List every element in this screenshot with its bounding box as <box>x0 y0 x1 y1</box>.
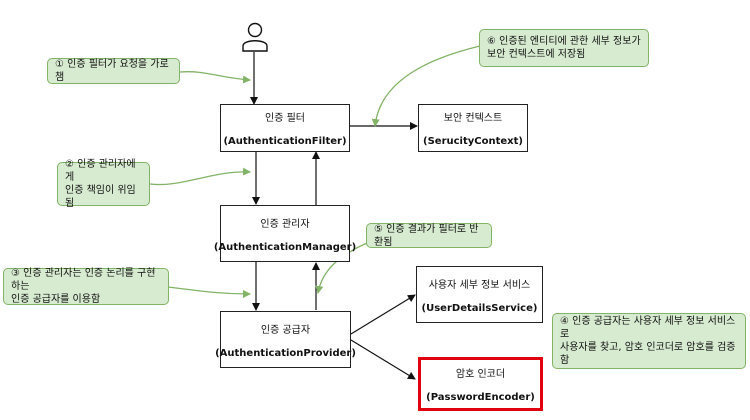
note5-connector <box>315 242 368 294</box>
note-5-result-returned: ⑤ 인증 결과가 필터로 반환됨 <box>366 223 492 248</box>
note-4-text: ④ 인증 공급자는 사용자 세부 정보 서비스로 사용자를 찾고, 암호 인코더… <box>560 316 736 366</box>
user-icon <box>242 22 268 52</box>
security-context-name: (SerucityContext) <box>423 136 523 147</box>
user-details-service-name: (UserDetailsService) <box>421 302 538 314</box>
auth-filter-name: (AuthenticationFilter) <box>223 136 347 147</box>
arrow-provider-to-userdetails <box>350 294 416 335</box>
note2-connector <box>149 167 251 186</box>
auth-provider-box: 인증 공급자 (AuthenticationProvider) <box>215 311 356 368</box>
arrow-provider-to-encoder <box>350 339 416 380</box>
note-3-manager-uses-provider: ③ 인증 관리자는 인증 논리를 구현하는 인증 공급자를 이용함 <box>3 268 169 305</box>
security-context-box: 보안 컨텍스트 (SerucityContext) <box>418 104 528 152</box>
security-context-title: 보안 컨텍스트 <box>443 113 503 124</box>
user-details-service-box: 사용자 세부 정보 서비스 (UserDetailsService) <box>416 266 543 323</box>
note-1-filter-intercepts: ① 인증 필터가 요청을 가로챔 <box>47 58 180 84</box>
password-encoder-name: (PasswordEncoder) <box>426 392 535 403</box>
note-2-delegated-to-manager: ② 인증 관리자에게 인증 책임이 위임됨 <box>57 159 150 209</box>
note3-connector <box>167 286 251 298</box>
auth-manager-name: (AuthenticationManager) <box>213 241 357 253</box>
note1-connector <box>179 71 251 84</box>
note-4-provider-checks: ④ 인증 공급자는 사용자 세부 정보 서비스로 사용자를 찾고, 암호 인코더… <box>552 313 746 369</box>
note-3-text: ③ 인증 관리자는 인증 논리를 구현하는 인증 공급자를 이용함 <box>11 268 156 305</box>
auth-provider-name: (AuthenticationProvider) <box>215 347 356 359</box>
auth-manager-box: 인증 관리자 (AuthenticationManager) <box>214 205 356 262</box>
auth-provider-title: 인증 공급자 <box>260 324 311 336</box>
user-details-service-title: 사용자 세부 정보 서비스 <box>428 279 531 291</box>
note-6-stored-in-context: ⑥ 인증된 엔티티에 관한 세부 정보가 보안 컨텍스트에 저장됨 <box>479 29 649 67</box>
note-6-text: ⑥ 인증된 엔티티에 관한 세부 정보가 보안 컨텍스트에 저장됨 <box>487 36 641 60</box>
user-actor <box>240 22 270 52</box>
password-encoder-box: 암호 인코더 (PasswordEncoder) <box>418 357 543 411</box>
note-2-text: ② 인증 관리자에게 인증 책임이 위임됨 <box>65 159 136 209</box>
auth-filter-box: 인증 필터 (AuthenticationFilter) <box>220 104 350 152</box>
password-encoder-title: 암호 인코더 <box>455 369 506 380</box>
auth-filter-title: 인증 필터 <box>265 113 305 124</box>
note6-connector <box>371 45 481 127</box>
note-5-text: ⑤ 인증 결과가 필터로 반환됨 <box>374 223 479 248</box>
auth-manager-title: 인증 관리자 <box>260 218 310 230</box>
note-1-text: ① 인증 필터가 요청을 가로챔 <box>55 59 169 83</box>
